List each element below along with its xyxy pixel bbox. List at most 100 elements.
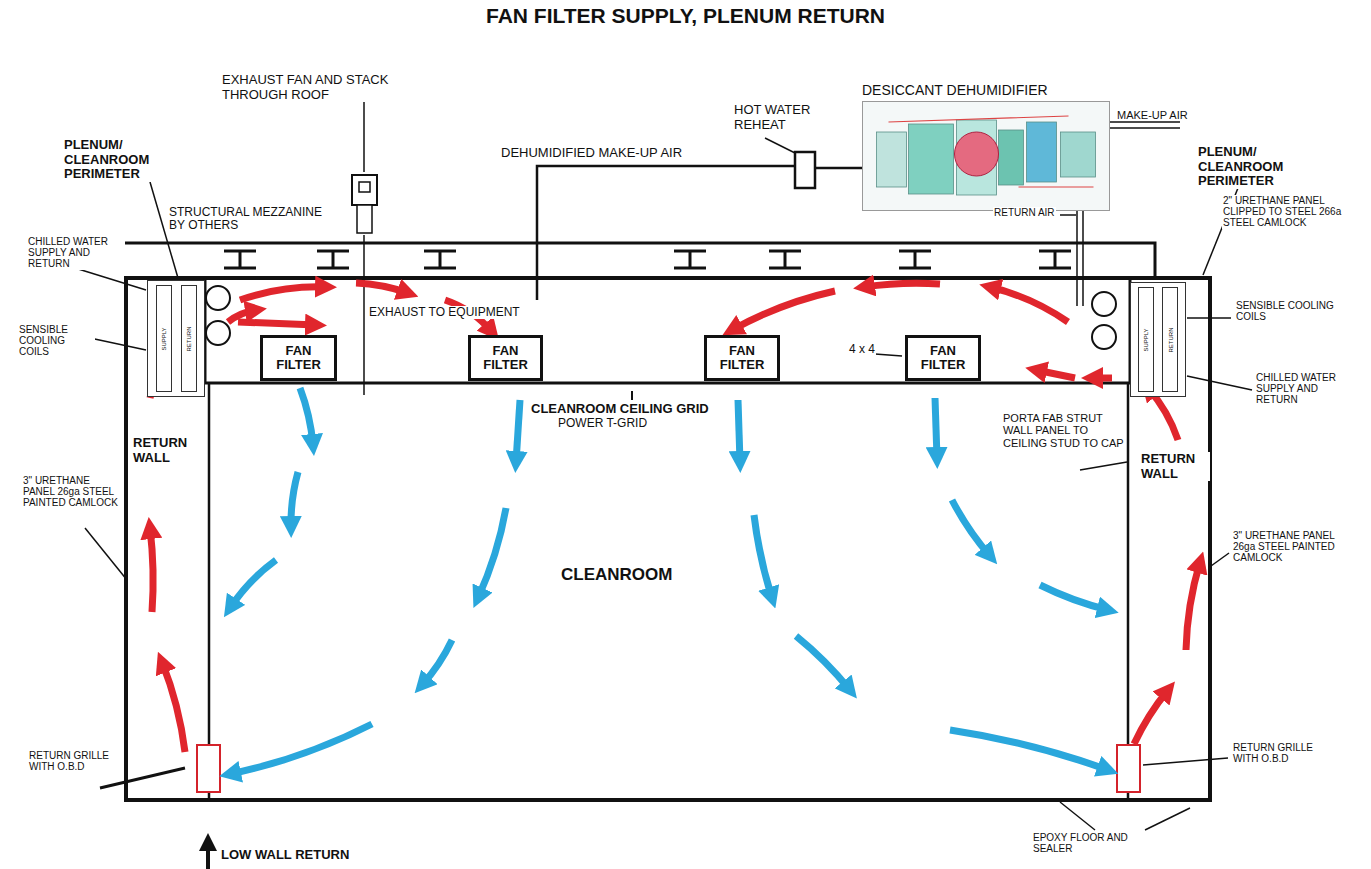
leader-line (1211, 553, 1229, 566)
makeup-air-duct (1105, 121, 1180, 123)
i-beam (769, 251, 801, 268)
return-air-arrow (1134, 690, 1168, 744)
callout-label: CHILLED WATER SUPPLY AND RETURN (1255, 372, 1357, 406)
beam-web (439, 251, 442, 268)
callout-label: RETURN GRILLE WITH O.B.D (1232, 742, 1334, 764)
exhaust-stack (363, 107, 365, 172)
beam-flange (769, 267, 801, 270)
callout-label: EXHAUST TO EQUIPMENT (368, 306, 521, 319)
coil-section: RETURN (1162, 287, 1178, 392)
leader-line (90, 338, 146, 350)
beam-web (689, 251, 692, 268)
mezzanine-line (125, 243, 1155, 277)
chilled-water-pipe (1092, 325, 1116, 349)
fan-filter-box: FAN FILTER (468, 335, 543, 381)
callout-label: MAKE-UP AIR (1116, 109, 1189, 121)
exhaust-stack (363, 235, 365, 395)
i-beam (424, 251, 456, 268)
supply-air-arrow (230, 724, 372, 774)
supply-air-arrow (422, 640, 452, 685)
return-air-arrow (732, 291, 835, 330)
low-return-arrow (206, 842, 210, 869)
callout-label: CLEANROOM (560, 565, 673, 584)
makeup-air-duct (1105, 127, 1180, 129)
return-air-arrow (990, 287, 1068, 322)
coil-section: SUPPLY (156, 285, 172, 392)
coil-section: RETURN (181, 285, 197, 392)
exhaust-fan (352, 175, 377, 205)
callout-label: RETURN WALL (1140, 452, 1210, 481)
unit-name: FAN FILTER (915, 344, 971, 373)
exhaust-fan (359, 182, 370, 192)
callout-label: CLEANROOM CEILING GRID (530, 402, 710, 417)
unit-heading: DESICCANT DEHUMIDIFIER (862, 82, 1110, 98)
leader-line (1080, 462, 1127, 470)
return-air-arrow (1186, 562, 1200, 650)
leader-line (1060, 214, 1076, 216)
return-air-arrow (864, 283, 940, 287)
unit-section (877, 132, 907, 187)
callout-label: DEHUMIDIFIED MAKE-UP AIR (500, 146, 683, 161)
drawing-part (125, 107, 1210, 869)
callout-label: 2" URETHANE PANEL CLIPPED TO STEEL 266a … (1222, 195, 1354, 229)
supply-air-arrow (516, 400, 520, 462)
callout-label: 3" URETHANE PANEL 26ga STEEL PAINTED CAM… (22, 475, 124, 509)
return-air-duct (1076, 210, 1078, 306)
exhaust-fan (357, 205, 372, 233)
beam-flange (899, 267, 931, 270)
coil-tag: SUPPLY (161, 327, 167, 350)
leader-line (1145, 808, 1190, 830)
fan-filter-box: FAN FILTER (905, 335, 981, 381)
unit-section (1061, 132, 1096, 177)
supply-air-arrow (950, 730, 1108, 770)
coil-tag: SUPPLY (1143, 328, 1149, 351)
return-air-arrow (162, 662, 185, 752)
supply-air-arrow (1040, 585, 1108, 610)
drawing-part (75, 95, 1252, 830)
callout-label: SENSIBLE COOLING COILS (18, 324, 95, 358)
supply-air-arrow (952, 500, 990, 556)
leader-line (765, 138, 795, 153)
diagram-title: FAN FILTER SUPPLY, PLENUM RETURN (0, 4, 1371, 28)
drawing-part (150, 283, 1200, 774)
return-wall (1127, 383, 1130, 800)
reheat-coil (795, 152, 815, 188)
beam-web (1054, 251, 1057, 268)
callout-label: POWER T-GRID (557, 417, 648, 430)
building-outline (126, 278, 1210, 800)
dehumidifier-picture (862, 101, 1110, 211)
supply-air-arrow (291, 472, 298, 527)
callout-label: EPOXY FLOOR AND SEALER (1032, 832, 1144, 854)
unit-section (1027, 122, 1057, 182)
supply-air-arrow (230, 560, 276, 608)
unit-name: FAN FILTER (478, 344, 534, 373)
leader-line (75, 268, 146, 290)
supply-air-arrow (935, 398, 937, 458)
leader-line (100, 768, 185, 788)
i-beam (224, 251, 256, 268)
coil-tag: RETURN (1167, 327, 1173, 352)
leader-line (85, 528, 127, 580)
return-air-arrow (240, 287, 326, 300)
coil-tag: RETURN (186, 326, 192, 351)
beam-web (239, 251, 242, 268)
leader-line (1187, 376, 1252, 390)
return-wall (208, 383, 211, 800)
callout-label: 4 x 4 (848, 343, 876, 356)
cooling-coil-box: SUPPLY RETURN (147, 280, 205, 397)
callout-label: PORTA FAB STRUT WALL PANEL TO CEILING ST… (1002, 412, 1126, 449)
return-air-arrow (1036, 370, 1075, 378)
beam-flange (424, 267, 456, 270)
fan-filter-box: FAN FILTER (704, 335, 780, 381)
i-beam (317, 251, 349, 268)
unit-section (909, 124, 954, 194)
unit-section (999, 130, 1024, 185)
desiccant-wheel (955, 132, 999, 176)
i-beam (1039, 251, 1071, 268)
supply-air-arrow (796, 636, 850, 690)
dehumidifier-drawing (863, 102, 1109, 210)
supply-air-arrow (754, 515, 772, 598)
return-air-duct (1082, 210, 1084, 306)
return-grille (1117, 745, 1140, 792)
leader-line (1187, 317, 1231, 319)
